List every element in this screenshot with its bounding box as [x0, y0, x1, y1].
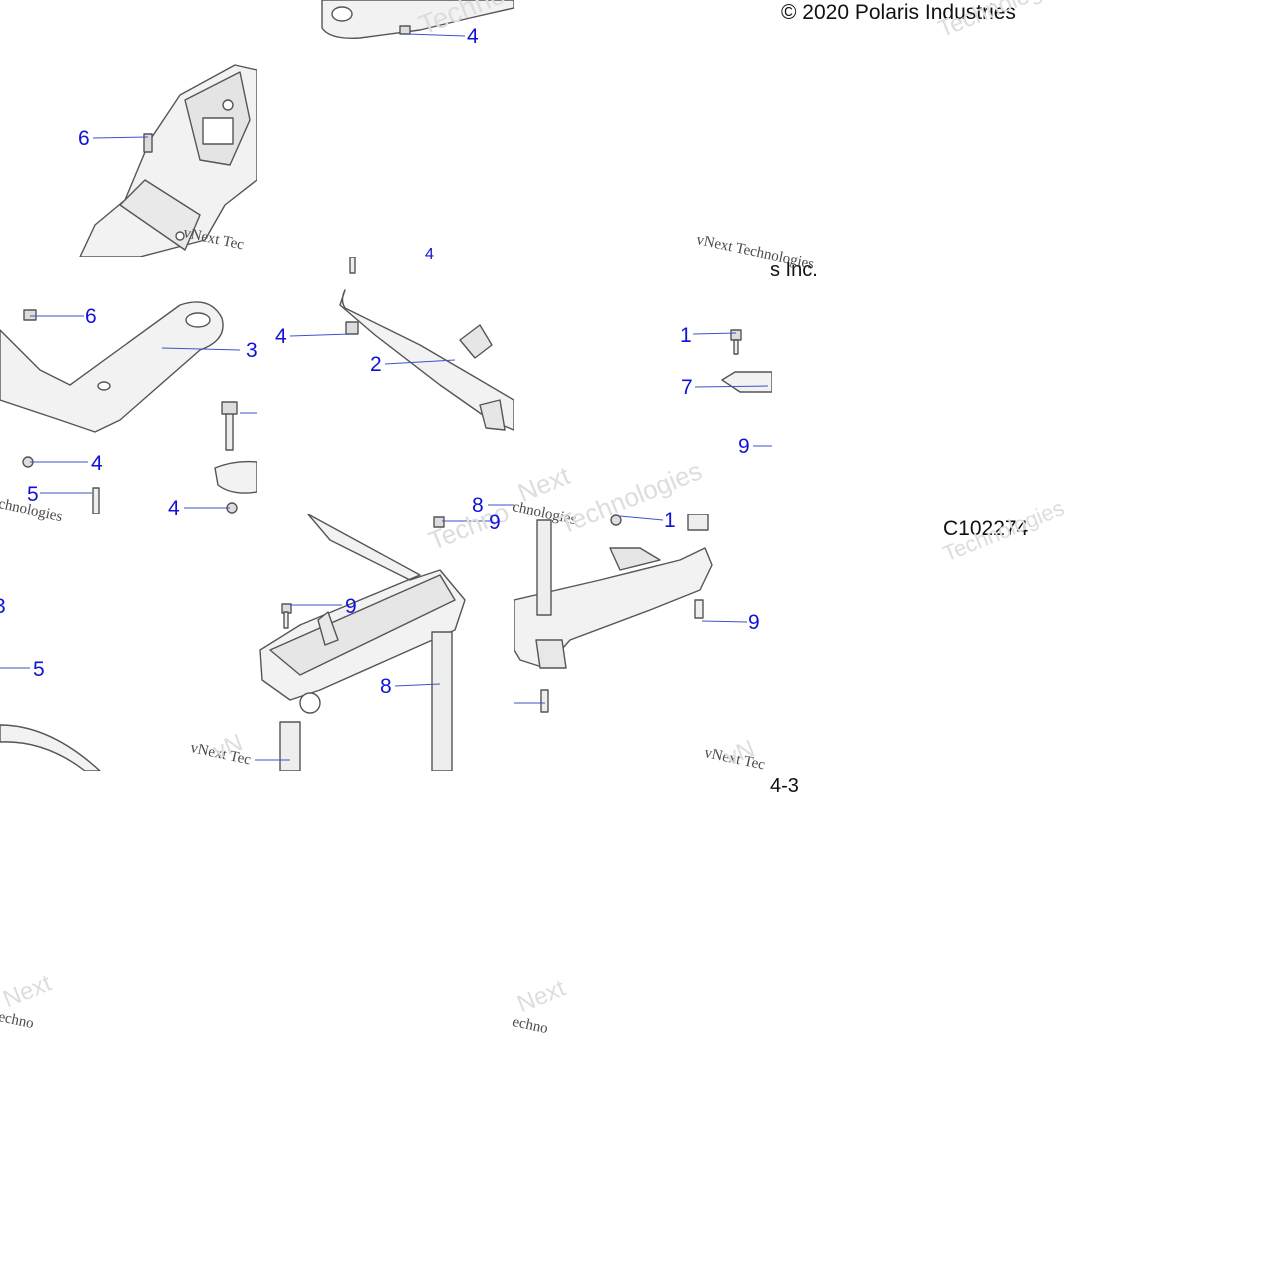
callout-3-fragment: 3 — [0, 596, 6, 617]
callout-8: 8 — [380, 675, 392, 698]
callout-5: 5 — [27, 483, 39, 506]
callout-4: 4 — [275, 325, 287, 348]
callout-9: 9 — [489, 511, 501, 534]
callout-6: 6 — [85, 305, 97, 328]
mount-bracket-top — [321, 0, 514, 39]
copyright-fragment: s Inc. — [770, 259, 818, 281]
clip-parts — [721, 329, 772, 393]
callout-3: 3 — [246, 339, 258, 362]
callout-7: 7 — [681, 376, 693, 399]
callout-4: 4 — [168, 497, 180, 520]
callout-1: 1 — [680, 324, 692, 347]
callout-5: 5 — [33, 658, 45, 681]
callout-4: 4 — [467, 25, 479, 48]
part-code: C102274 — [943, 517, 1029, 540]
callout-9: 9 — [748, 611, 760, 634]
copyright-text: © 2020 Polaris Industries — [781, 1, 1016, 24]
page-fragment: 4-3 — [770, 775, 799, 797]
callout-8: 8 — [472, 494, 484, 517]
leader-lines — [0, 33, 772, 761]
callout-4-fragment: 4 — [425, 246, 434, 263]
upright-bracket — [79, 64, 257, 257]
crossbar — [339, 257, 514, 431]
callout-1: 1 — [664, 509, 676, 532]
callout-2: 2 — [370, 353, 382, 376]
left-bracket-arm — [0, 301, 257, 514]
curved-tube — [0, 724, 101, 771]
lower-crossmember — [514, 514, 713, 713]
callout-9: 9 — [738, 435, 750, 458]
callout-9: 9 — [345, 595, 357, 618]
frame-rail — [259, 514, 466, 771]
callout-4: 4 — [91, 452, 103, 475]
callout-6: 6 — [78, 127, 90, 150]
